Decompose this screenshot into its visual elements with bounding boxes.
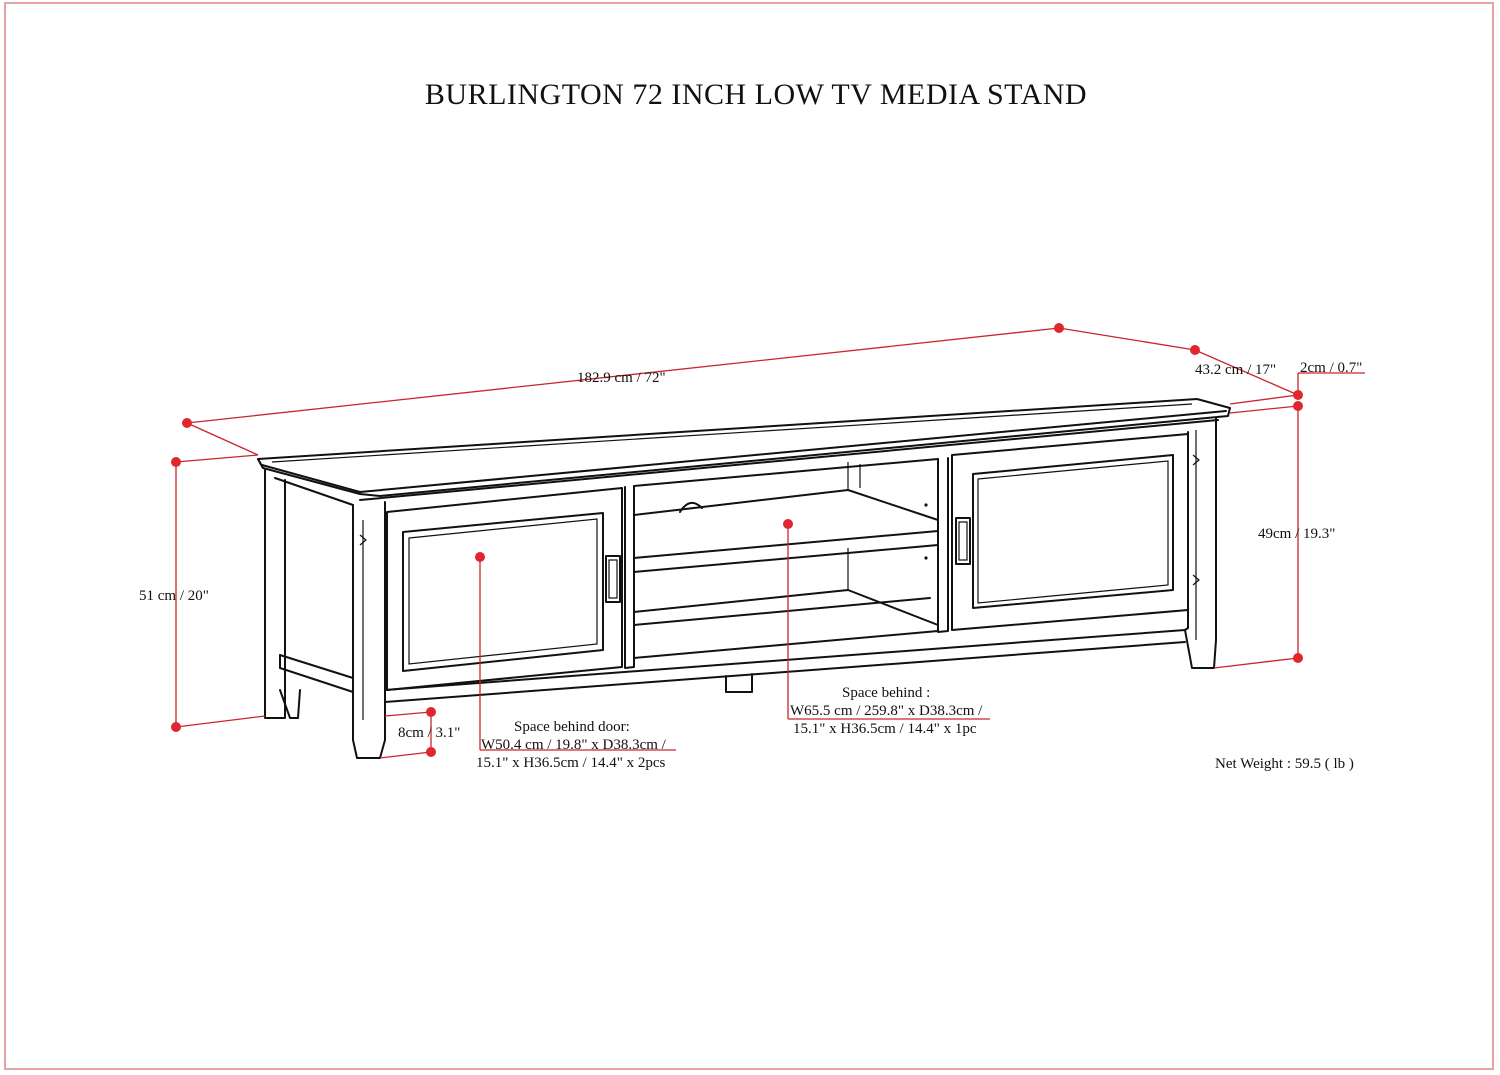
center-space-line1: W65.5 cm / 259.8" x D38.3cm / <box>790 703 983 719</box>
top-thickness-label: 2cm / 0.7" <box>1300 360 1362 376</box>
dimension-lines <box>175 327 1365 759</box>
net-weight-label: Net Weight : 59.5 ( lb ) <box>1215 756 1354 772</box>
height-left-label: 51 cm / 20" <box>139 588 209 604</box>
door-space-line2: 15.1" x H36.5cm / 14.4" x 2pcs <box>476 755 665 771</box>
diagram-title: BURLINGTON 72 INCH LOW TV MEDIA STAND <box>424 78 1088 111</box>
center-space-heading: Space behind : <box>842 685 930 701</box>
leg-height-label: 8cm / 3.1" <box>398 725 460 741</box>
dimension-points <box>171 323 1303 757</box>
page-border <box>4 2 1494 1070</box>
door-space-heading: Space behind door: <box>514 719 630 735</box>
center-space-line2: 15.1" x H36.5cm / 14.4" x 1pc <box>793 721 977 737</box>
width-label: 182.9 cm / 72" <box>577 370 666 386</box>
height-right-label: 49cm / 19.3" <box>1258 526 1335 542</box>
tv-stand-outline <box>257 398 1231 759</box>
door-space-line1: W50.4 cm / 19.8" x D38.3cm / <box>481 737 667 753</box>
depth-label: 43.2 cm / 17" <box>1195 362 1276 378</box>
